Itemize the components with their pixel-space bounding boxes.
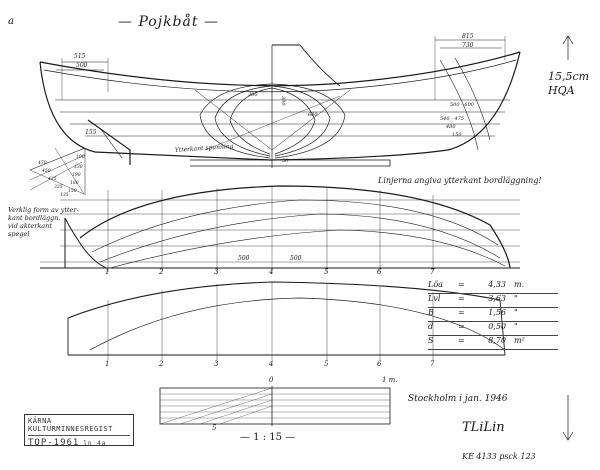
station-4-upper: 4 (269, 268, 274, 276)
scale-zero: 0 (269, 376, 274, 384)
diag-435: 435 (47, 176, 57, 182)
centre-mark-right: 500 (290, 255, 302, 262)
scale-five: 5 (212, 424, 217, 432)
lines-note: Linjerna angiva ytterkant bordläggning! (378, 176, 542, 185)
dim-keel-50: 50 (282, 158, 289, 164)
label-ytterkant-spunning: Ytterkant spunning (175, 143, 234, 154)
spec-label: Lvl (428, 294, 441, 303)
spec-label: d (428, 322, 434, 331)
dim-150: 150 (452, 132, 462, 138)
station-6-upper: 6 (377, 268, 382, 276)
spec-value: 8,70 (488, 336, 506, 345)
stamp-line-2: TOP-1961 (28, 438, 80, 448)
station-6-lower: 6 (377, 360, 382, 368)
diag-450: 450 (41, 168, 51, 174)
station-1-upper: 1 (105, 268, 110, 276)
dim-300a: 300 (248, 92, 258, 98)
specs-table: Löa = 4,33 m. Lvl = 3,63 " B = 1,56 " d … (428, 280, 558, 350)
transom-form-line-2: kant bordläggn. (8, 214, 61, 222)
station-7-lower: 7 (430, 360, 435, 368)
spec-unit: " (514, 294, 518, 303)
dim-155: 155 (85, 129, 97, 136)
station-5-lower: 5 (324, 360, 329, 368)
margin-note-initials: HQA (548, 84, 575, 97)
spec-value: 3,63 (488, 294, 506, 303)
spec-label: S (428, 336, 434, 345)
dim-300b: 300 (280, 96, 286, 106)
spec-value: 4,33 (488, 280, 506, 289)
diag-130: 130 (74, 164, 83, 170)
dim-730: 730 (462, 42, 474, 49)
drawing-title-text: Pojkbåt (138, 14, 199, 30)
archive-reference: KE 4133 psck 123 (462, 452, 536, 461)
spec-unit: " (514, 322, 518, 331)
scale-text: — 1 : 15 — (240, 432, 296, 443)
transom-form-line-4: spegel (8, 230, 30, 238)
scale-bar (159, 386, 391, 426)
station-1-lower: 1 (105, 360, 110, 368)
station-2-lower: 2 (159, 360, 164, 368)
transom-form-line-1: Verklig form av ytter- (8, 206, 79, 214)
diag-180: 180 (70, 180, 79, 186)
transom-form-note: Verklig form av ytter- kant bordläggn. v… (8, 206, 79, 238)
transom-diagonal-offsets (29, 147, 86, 195)
dim-515: 515 (74, 53, 86, 60)
spec-unit: " (514, 308, 518, 317)
waterline-view (67, 281, 506, 360)
spec-value: 1,56 (488, 308, 506, 317)
dim-540-475: 540 - 475 (440, 116, 464, 122)
spec-row: Löa = 4,33 m. (428, 280, 558, 294)
dim-500: 500 (76, 62, 88, 69)
margin-note: 15,5cm HQA (548, 70, 596, 98)
scale-unit: 1 m. (382, 376, 398, 384)
spec-label: Löa (428, 280, 443, 289)
diag-100: 100 (76, 154, 85, 160)
signature: TLiLin (462, 420, 505, 435)
spec-row: S = 8,70 m² (428, 336, 558, 350)
dim-600: 600 (308, 112, 318, 118)
station-3-upper: 3 (214, 268, 219, 276)
drawing-title: — Pojkbåt — (118, 14, 219, 30)
spec-unit: m² (514, 336, 525, 345)
diag-190: 190 (72, 172, 81, 178)
stamp-line-2-small: ln 4a (83, 440, 107, 447)
spec-row: B = 1,56 " (428, 308, 558, 322)
station-2-upper: 2 (159, 268, 164, 276)
spec-value: 0,50 (488, 322, 506, 331)
diag-470: 470 (37, 160, 47, 166)
station-3-lower: 3 (214, 360, 219, 368)
station-5-upper: 5 (324, 268, 329, 276)
spec-unit: m. (514, 280, 525, 289)
spec-row: Lvl = 3,63 " (428, 294, 558, 308)
place-date: Stockholm i jan. 1946 (408, 394, 508, 404)
spec-label: B (428, 308, 434, 317)
profile-view (39, 35, 574, 441)
station-7-upper: 7 (430, 268, 435, 276)
diag-150: 150 (68, 188, 77, 194)
centre-mark-left: 500 (238, 255, 250, 262)
station-4-lower: 4 (269, 360, 274, 368)
spec-row: d = 0,50 " (428, 322, 558, 336)
diag-335: 335 (54, 184, 63, 190)
transom-form-line-3: vid akterkant (8, 222, 52, 230)
corner-mark: a (8, 16, 14, 27)
dim-480: 480 (445, 124, 456, 130)
dim-500-600: 500 - 600 (450, 102, 475, 108)
stamp-line-1: KÄRNA KULTURMINNESREGIST (28, 417, 130, 436)
diag-135: 135 (60, 192, 69, 198)
margin-note-size: 15,5cm (548, 70, 590, 83)
half-breadth-plan (40, 185, 520, 272)
dim-815: 815 (462, 33, 474, 40)
